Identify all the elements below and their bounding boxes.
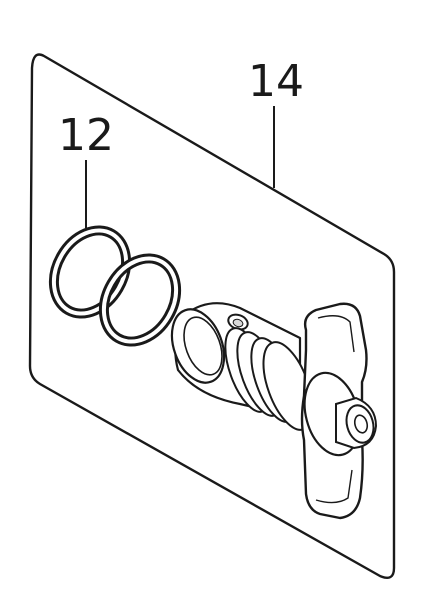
o-ring-second [98,253,182,347]
callout-label-12: 12 [58,110,114,161]
valve-plunger-assembly [170,302,378,520]
callout-label-14: 14 [248,56,304,107]
o-ring-first [48,225,132,319]
wing-handle-edge [315,315,355,504]
stem-nozzle-bore [353,414,369,434]
valve-body-front-inner [183,316,223,376]
side-port-hole-inner [232,318,244,328]
